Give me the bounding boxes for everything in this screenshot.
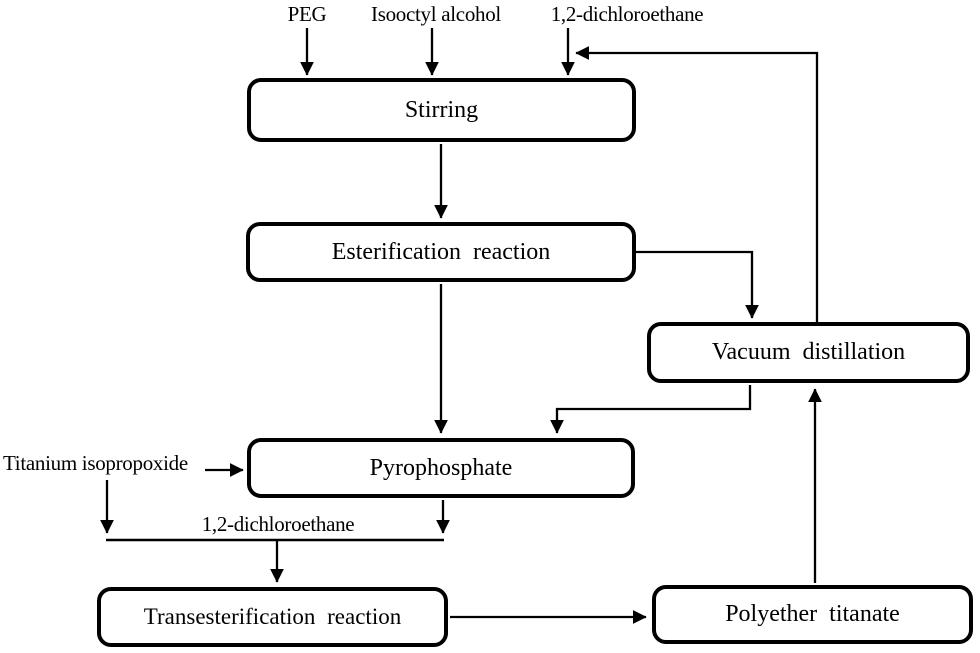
node-stirring: Stirring — [247, 78, 636, 142]
node-stirring-label: Stirring — [404, 96, 479, 123]
node-vacuum-distillation: Vacuum distillation — [647, 322, 970, 383]
arrow-vacuum-to-pyrophosphate — [550, 385, 752, 434]
arrow-esterification-to-vacuum — [636, 250, 759, 319]
label-isooctyl-alcohol: Isooctyl alcohol — [371, 2, 501, 26]
label-titanium-isopropoxide: Titanium isopropoxide — [3, 451, 188, 475]
node-pyrophosphate-label: Pyrophosphate — [369, 454, 513, 481]
arrow-vacuum-recycle-to-dichloroethane — [575, 46, 819, 322]
node-vacuum-distillation-label: Vacuum distillation — [711, 339, 906, 365]
node-esterification-reaction-label: Esterification reaction — [331, 238, 551, 265]
node-polyether-titanate: Polyether titanate — [652, 585, 973, 644]
node-transesterification-reaction-label: Transesterification reaction — [143, 604, 402, 629]
node-transesterification-reaction: Transesterification reaction — [97, 587, 448, 647]
node-pyrophosphate: Pyrophosphate — [247, 438, 635, 498]
node-polyether-titanate-label: Polyether titanate — [725, 601, 900, 627]
node-esterification-reaction: Esterification reaction — [246, 222, 636, 282]
label-peg: PEG — [287, 2, 327, 26]
label-dichloroethane-top: 1,2-dichloroethane — [550, 2, 704, 26]
label-dichloroethane-mid: 1,2-dichloroethane — [201, 512, 355, 536]
